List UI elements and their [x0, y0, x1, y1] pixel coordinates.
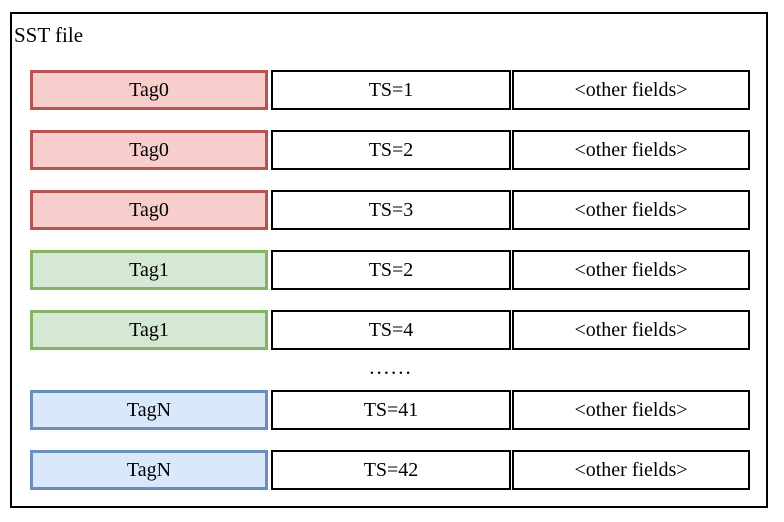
other-fields-cell: <other fields>	[512, 190, 750, 230]
record-row: Tag0 TS=1 <other fields>	[12, 70, 766, 110]
other-fields-cell: <other fields>	[512, 450, 750, 490]
other-fields-cell: <other fields>	[512, 250, 750, 290]
tag-cell: Tag1	[30, 310, 268, 350]
other-fields-cell: <other fields>	[512, 130, 750, 170]
other-fields-cell: <other fields>	[512, 310, 750, 350]
sst-file-box: SST file Tag0 TS=1 <other fields> Tag0 T…	[10, 12, 768, 508]
tag-cell: TagN	[30, 390, 268, 430]
timestamp-cell: TS=42	[271, 450, 511, 490]
timestamp-cell: TS=1	[271, 70, 511, 110]
timestamp-cell: TS=2	[271, 130, 511, 170]
other-fields-cell: <other fields>	[512, 390, 750, 430]
other-fields-cell: <other fields>	[512, 70, 750, 110]
record-row: TagN TS=42 <other fields>	[12, 450, 766, 490]
tag-cell: Tag0	[30, 130, 268, 170]
record-row: Tag0 TS=2 <other fields>	[12, 130, 766, 170]
tag-cell: Tag0	[30, 190, 268, 230]
record-row: Tag1 TS=2 <other fields>	[12, 250, 766, 290]
timestamp-cell: TS=4	[271, 310, 511, 350]
tag-cell: Tag0	[30, 70, 268, 110]
tag-cell: TagN	[30, 450, 268, 490]
timestamp-cell: TS=41	[271, 390, 511, 430]
tag-cell: Tag1	[30, 250, 268, 290]
record-row: Tag0 TS=3 <other fields>	[12, 190, 766, 230]
sst-file-label: SST file	[14, 23, 84, 47]
record-row: TagN TS=41 <other fields>	[12, 390, 766, 430]
ellipsis-label: ......	[369, 354, 413, 379]
timestamp-cell: TS=2	[271, 250, 511, 290]
timestamp-cell: TS=3	[271, 190, 511, 230]
record-row: Tag1 TS=4 <other fields>	[12, 310, 766, 350]
